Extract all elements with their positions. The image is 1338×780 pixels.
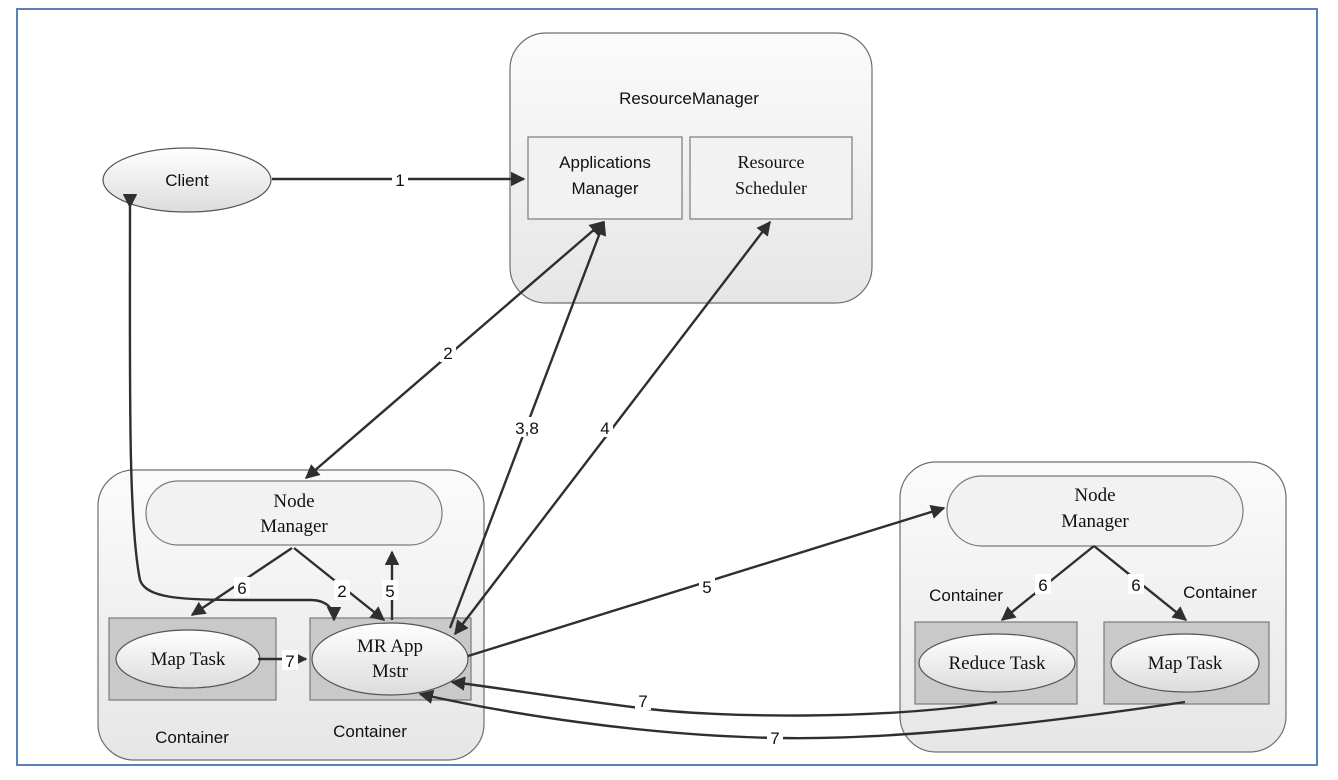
label-2-node: 2 — [334, 580, 350, 601]
left-node-manager-line1: Node — [273, 491, 314, 512]
label-7-left: 7 — [282, 650, 298, 671]
mr-app-master-line2: Mstr — [372, 661, 409, 682]
left-container-label-2: Container — [333, 722, 407, 741]
right-container-label-1: Container — [929, 586, 1003, 605]
svg-text:7: 7 — [638, 692, 647, 711]
resource-scheduler-line2: Scheduler — [735, 178, 807, 198]
svg-text:5: 5 — [385, 582, 394, 601]
right-node-manager-line1: Node — [1074, 485, 1115, 506]
left-container-label-1: Container — [155, 728, 229, 747]
client-label: Client — [165, 171, 209, 190]
right-map-task-label: Map Task — [1148, 653, 1223, 674]
applications-manager-box: Applications Manager — [527, 136, 683, 220]
reduce-task-label: Reduce Task — [949, 653, 1046, 674]
label-5-right: 5 — [699, 576, 715, 597]
left-node-manager-line2: Manager — [260, 516, 328, 537]
arrow-client-to-mr-app — [122, 194, 342, 622]
left-node-manager: Node Manager — [145, 480, 443, 546]
reduce-task-container: Reduce Task — [914, 621, 1078, 705]
label-2-top: 2 — [440, 342, 456, 363]
svg-text:6: 6 — [1038, 576, 1047, 595]
label-3-8: 3,8 — [507, 417, 547, 438]
svg-text:3,8: 3,8 — [515, 419, 539, 438]
label-1: 1 — [392, 169, 408, 190]
resource-manager-title: ResourceManager — [619, 89, 759, 108]
right-node-manager-line2: Manager — [1061, 511, 1129, 532]
right-map-task-container: Map Task — [1103, 621, 1270, 705]
svg-text:1: 1 — [395, 171, 404, 190]
mr-app-master-line1: MR App — [357, 636, 423, 657]
applications-manager-line1: Applications — [559, 153, 651, 172]
svg-text:6: 6 — [1131, 576, 1140, 595]
label-5-node: 5 — [382, 580, 398, 601]
label-4: 4 — [597, 417, 613, 438]
resource-scheduler-box: Resource Scheduler — [689, 136, 853, 220]
client-node: Client — [102, 147, 272, 213]
label-6-right-b: 6 — [1128, 574, 1144, 595]
svg-text:7: 7 — [770, 729, 779, 748]
applications-manager-line2: Manager — [571, 179, 638, 198]
label-6-left: 6 — [234, 577, 250, 598]
svg-text:2: 2 — [443, 344, 452, 363]
svg-text:6: 6 — [237, 579, 246, 598]
svg-text:5: 5 — [702, 578, 711, 597]
svg-text:4: 4 — [600, 419, 609, 438]
right-node-manager: Node Manager — [946, 475, 1244, 547]
svg-text:2: 2 — [337, 582, 346, 601]
label-7-bottom-a: 7 — [635, 690, 651, 711]
label-7-bottom-b: 7 — [767, 727, 783, 748]
label-6-right-a: 6 — [1035, 574, 1051, 595]
resource-scheduler-line1: Resource — [738, 152, 805, 172]
mr-app-master-container: MR App Mstr — [309, 617, 472, 701]
arrow-7-reduce-task-to-mr-app — [450, 676, 998, 717]
svg-text:7: 7 — [285, 652, 294, 671]
left-map-task-container: Map Task — [108, 617, 277, 701]
left-map-task-label: Map Task — [151, 649, 226, 670]
right-container-label-2: Container — [1183, 583, 1257, 602]
